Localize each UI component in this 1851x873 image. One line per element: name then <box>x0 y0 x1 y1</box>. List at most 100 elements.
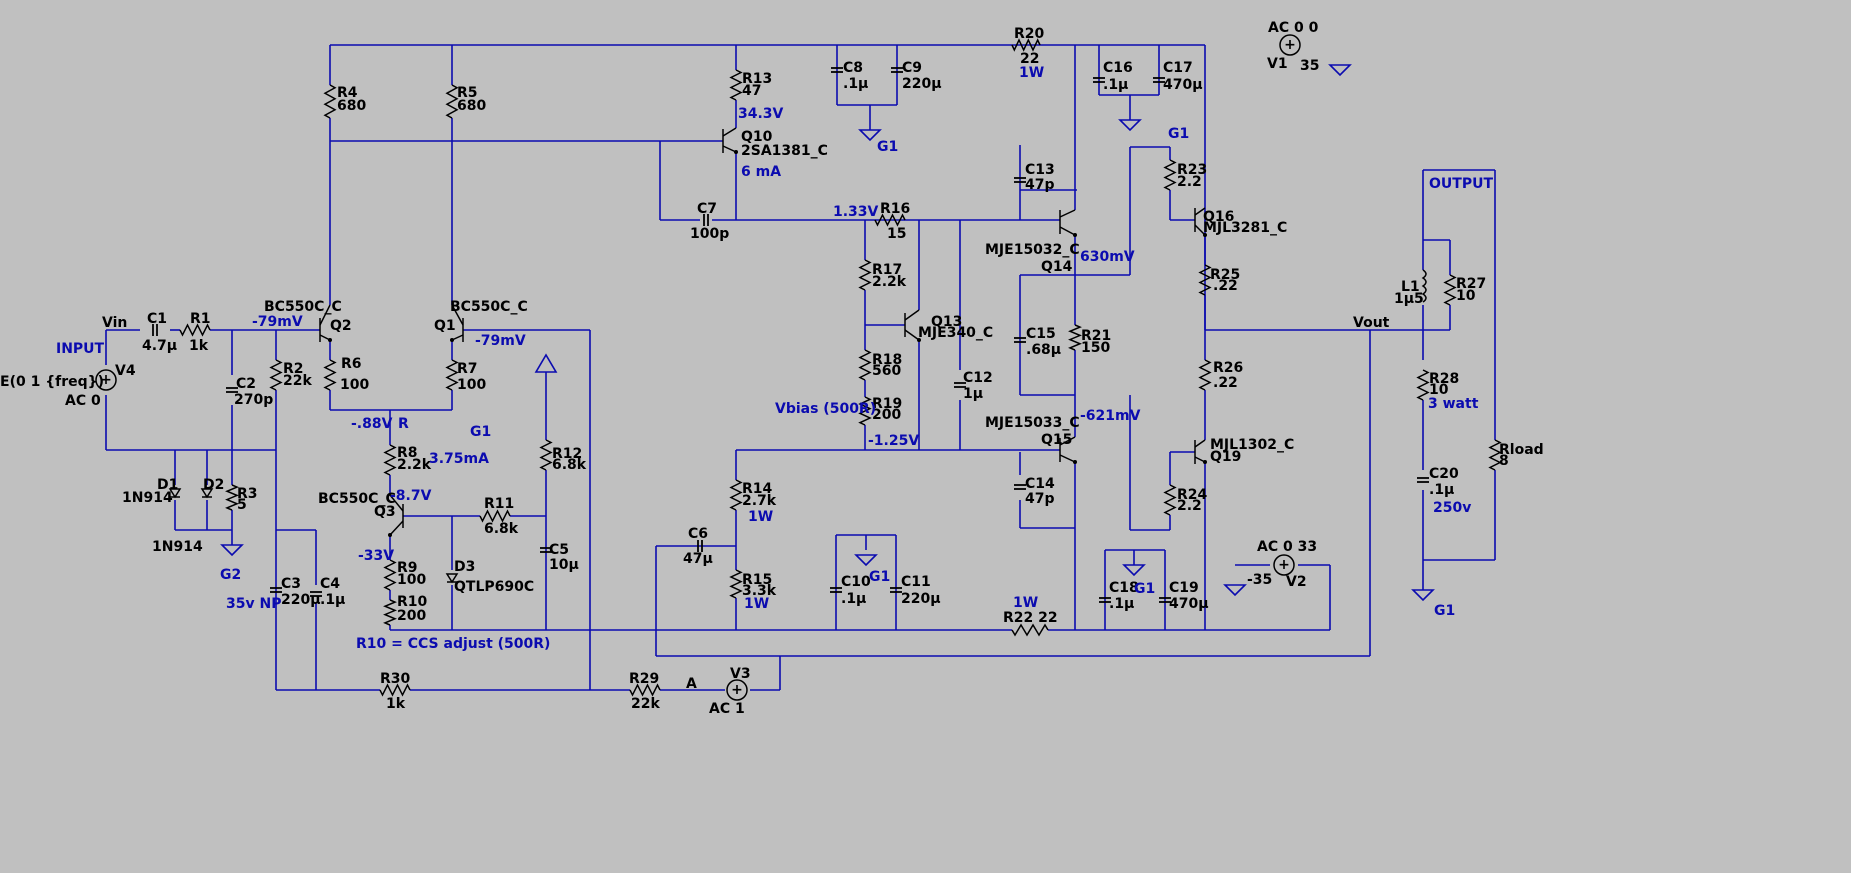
schematic-label: G1 <box>1134 581 1155 597</box>
transistor-q13 <box>904 309 921 342</box>
resistor-r22 <box>1011 623 1049 637</box>
schematic-label: Q16 <box>1203 209 1234 225</box>
schematic-label: V2 <box>1286 574 1307 590</box>
schematic-label: R27 <box>1456 276 1486 292</box>
schematic-label: 22 <box>1020 51 1039 67</box>
schematic-label: 2.2 <box>1177 174 1202 190</box>
schematic-label: 2SA1381_C <box>741 143 828 159</box>
capacitor-c2 <box>226 387 238 393</box>
symbols: ++++ <box>95 34 1502 701</box>
schematic-label: C7 <box>697 201 717 217</box>
schematic-label: 1k <box>189 338 209 354</box>
resistor-r21 <box>1068 324 1082 351</box>
schematic-label: A <box>686 676 697 692</box>
schematic-label: 2.7k <box>742 493 777 509</box>
schematic-label: G2 <box>220 567 241 583</box>
schematic-label: 3 watt <box>1428 396 1479 412</box>
schematic-label: D1 <box>157 477 178 493</box>
schematic-label: -79mV <box>475 333 526 349</box>
schematic-label: 47p <box>1025 491 1055 507</box>
schematic-label: 22k <box>283 373 312 389</box>
transistor-q15 <box>1059 436 1077 464</box>
schematic-label: C17 <box>1163 60 1193 76</box>
resistor-r14 <box>729 479 743 511</box>
schematic-label: V4 <box>115 363 136 379</box>
resistor-r3 <box>225 484 239 511</box>
capacitor-c3 <box>270 587 282 593</box>
schematic-label: -79mV <box>252 314 303 330</box>
schematic-label: 3.3k <box>742 583 777 599</box>
schematic-label: E(0 1 {freq}) <box>0 374 104 390</box>
labels: R4680R5680R1347Q102SA1381_CC8.1µC9220µR2… <box>0 20 1544 717</box>
capacitor-c11 <box>890 587 902 593</box>
schematic-label: D2 <box>203 477 224 493</box>
schematic-label: R6 <box>341 356 362 372</box>
schematic-label: C5 <box>549 542 569 558</box>
ground-icon-c10 <box>854 554 878 567</box>
schematic-label: R4 <box>337 85 358 101</box>
capacitor-c16 <box>1093 77 1105 83</box>
resistor-r30 <box>379 683 411 697</box>
diode-d1 <box>168 488 182 499</box>
schematic-label: Q15 <box>1041 432 1072 448</box>
capacitor-c8 <box>831 67 843 73</box>
schematic-label: 6.8k <box>484 521 519 537</box>
schematic-label: R18 <box>872 352 902 368</box>
schematic-label: R10 <box>397 594 428 610</box>
schematic-label: -35 <box>1247 572 1272 588</box>
voltage-source-v1: + <box>1279 34 1301 56</box>
schematic-label: R7 <box>457 361 478 377</box>
schematic-label: 1.33V <box>833 204 879 220</box>
schematic-label: R10 = CCS adjust (500R) <box>356 636 550 652</box>
schematic-label: R28 <box>1429 371 1459 387</box>
schematic-label: Q3 <box>374 504 396 520</box>
schematic-label: R29 <box>629 671 659 687</box>
schematic-label: C13 <box>1025 162 1055 178</box>
schematic-label: -621mV <box>1080 408 1141 424</box>
transistor-q2 <box>319 304 332 342</box>
schematic-label: C4 <box>320 576 340 592</box>
schematic-label: V1 <box>1267 56 1288 72</box>
schematic-label: 15 <box>887 226 906 242</box>
capacitor-c10 <box>830 587 842 593</box>
schematic-label: 1W <box>748 509 773 525</box>
schematic-label: C10 <box>841 574 871 590</box>
schematic-label: D3 <box>454 559 475 575</box>
schematic-label: R12 <box>552 446 582 462</box>
schematic-label: MJL1302_C <box>1210 437 1294 453</box>
schematic-label: MJE340_C <box>918 325 993 341</box>
schematic-label: 1N914 <box>152 539 203 555</box>
schematic-label: AC 0 <box>65 393 101 409</box>
schematic-label: R11 <box>484 496 514 512</box>
schematic-label: .1µ <box>1109 596 1134 612</box>
resistor-r28 <box>1416 369 1430 401</box>
schematic-label: 35 <box>1300 58 1319 74</box>
resistor-r18 <box>858 349 872 381</box>
schematic-label: R30 <box>380 671 411 687</box>
schematic-label: R26 <box>1213 360 1243 376</box>
capacitor-c15 <box>1014 337 1026 343</box>
schematic-label: .1µ <box>841 591 866 607</box>
resistor-r29 <box>629 683 661 697</box>
schematic-label: 6 mA <box>741 164 781 180</box>
schematic-label: 100 <box>340 377 369 393</box>
resistor-r12 <box>539 439 553 471</box>
ground-icon-c18 <box>1122 564 1146 577</box>
schematic-label: 10 <box>1429 382 1449 398</box>
resistor-r17 <box>858 259 872 291</box>
schematic-label: QTLP690C <box>454 579 534 595</box>
schematic-label: C3 <box>281 576 301 592</box>
resistor-r13 <box>729 69 743 101</box>
schematic-label: .1µ <box>843 76 868 92</box>
capacitor-c12 <box>954 382 966 388</box>
schematic-label: -33V <box>358 548 394 564</box>
schematic-label: 47 <box>742 83 761 99</box>
voltage-source-v2: + <box>1273 554 1295 576</box>
schematic-label: Q1 <box>434 318 456 334</box>
capacitor-c17 <box>1153 77 1165 83</box>
schematic-label: C2 <box>236 376 256 392</box>
schematic-label: R9 <box>397 560 418 576</box>
schematic-label: G1 <box>1168 126 1189 142</box>
schematic-label: 4.7µ <box>142 338 177 354</box>
schematic-label: 35v NP <box>226 596 281 612</box>
